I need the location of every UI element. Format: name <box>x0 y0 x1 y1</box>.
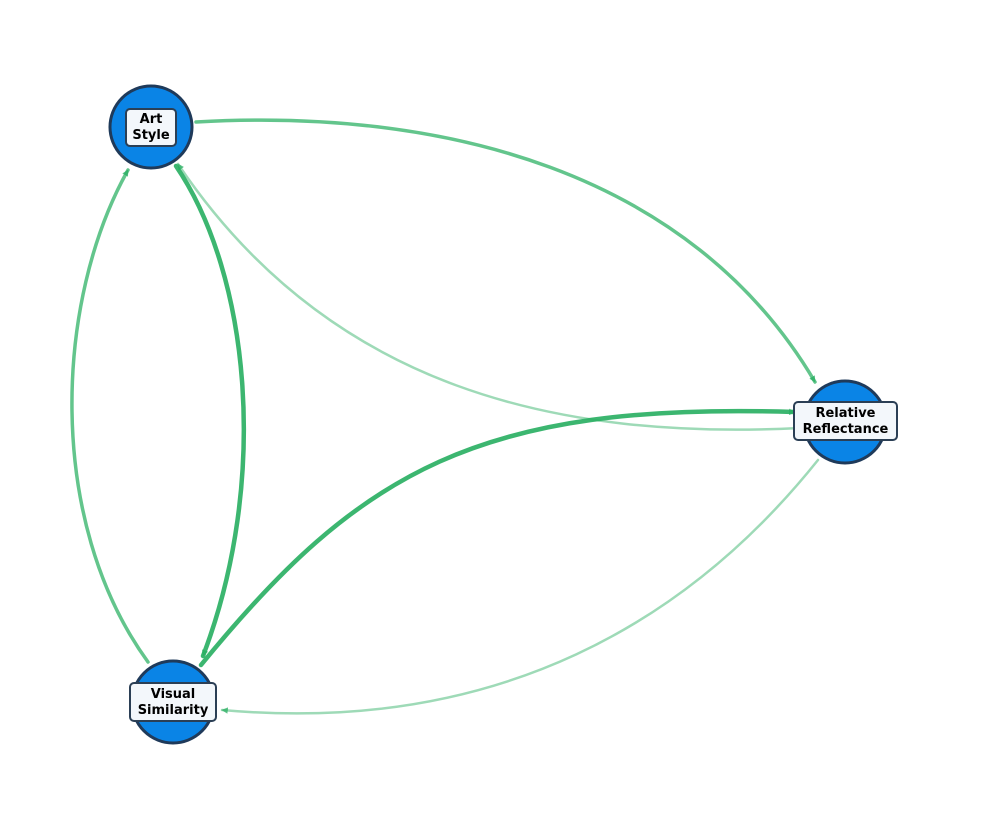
node-visual-similarity[interactable]: Visual Similarity <box>129 659 217 745</box>
node-label-box <box>129 682 217 722</box>
edges-layer <box>70 118 820 715</box>
node-relative-reflectance[interactable]: Relative Reflectance <box>793 379 898 465</box>
edge-visual-similarity-to-relative-reflectance <box>198 408 798 668</box>
edge-art-style-to-relative-reflectance <box>194 118 817 384</box>
node-label-line: Art <box>140 112 163 127</box>
node-label-line: Similarity <box>138 703 209 718</box>
node-label-line: Style <box>132 128 170 143</box>
node-label-line: Visual <box>151 687 196 702</box>
node-label-line: Relative <box>815 406 875 421</box>
node-label-line: Reflectance <box>803 422 889 437</box>
node-label-box <box>793 401 898 441</box>
edge-relative-reflectance-to-visual-similarity <box>220 458 820 715</box>
edge-visual-similarity-to-art-style <box>70 168 150 664</box>
edge-art-style-to-visual-similarity <box>173 163 247 659</box>
node-label-box <box>125 108 177 147</box>
edge-relative-reflectance-to-art-style <box>176 162 802 431</box>
node-art-style[interactable]: Art Style <box>108 84 194 170</box>
nodes-layer: Art Style Relative Reflectance Visual Si… <box>108 84 898 745</box>
